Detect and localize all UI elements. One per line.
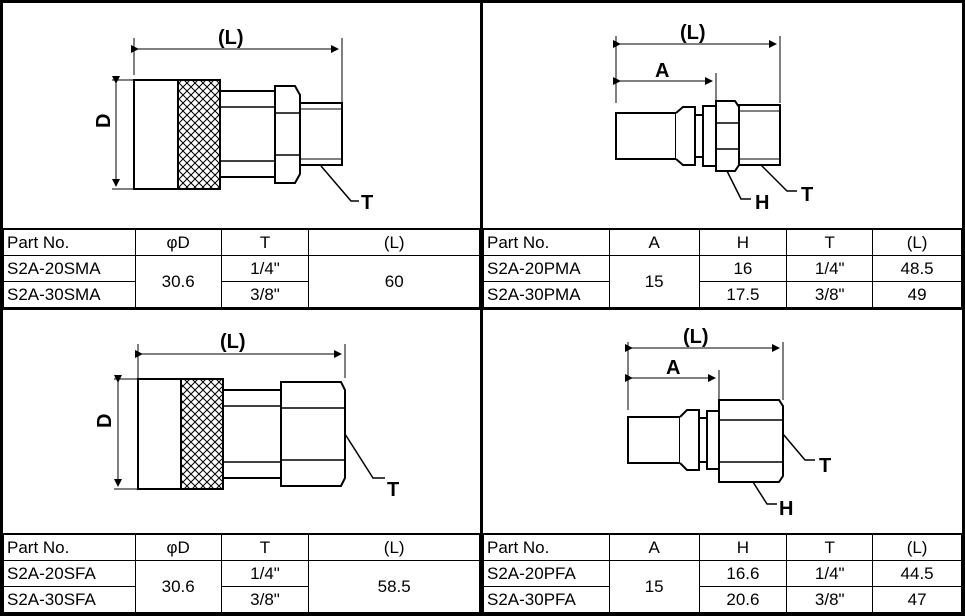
thread-value: 1/4": [786, 255, 874, 282]
thread-label-pma: T: [801, 184, 813, 206]
hex-value: 17.5: [698, 281, 788, 308]
header-hex: H: [698, 228, 788, 256]
header-length: (L): [308, 533, 480, 561]
a-value: 15: [608, 560, 700, 613]
hex-value: 16.6: [698, 560, 788, 587]
drawing-sma: (L) D T: [3, 3, 480, 225]
part-number: S2A-30PMA: [483, 281, 610, 308]
spec-table-sma: Part No. φD T (L) S2A-20SMA 30.6 1/4" 60…: [3, 228, 480, 308]
diameter-label-sfa: D: [94, 414, 116, 428]
length-value: 60: [308, 255, 480, 308]
header-length: (L): [872, 533, 962, 561]
part-number: S2A-20SFA: [3, 560, 136, 587]
part-number: S2A-20SMA: [3, 255, 136, 282]
thread-value: 1/4": [220, 255, 310, 282]
thread-value: 3/8": [786, 281, 874, 308]
header-thread: T: [786, 228, 874, 256]
diameter-label-sma: D: [93, 114, 115, 128]
length-value: 47: [872, 586, 962, 613]
header-a: A: [608, 228, 700, 256]
header-thread: T: [786, 533, 874, 561]
spec-table-pma: Part No. A H T (L) S2A-20PMA 15 16 1/4" …: [483, 228, 962, 308]
drawing-sfa: (L) D T: [3, 310, 480, 530]
length-value: 48.5: [872, 255, 962, 282]
length-value: 58.5: [308, 560, 480, 613]
part-number: S2A-20PFA: [483, 560, 610, 587]
length-value: 44.5: [872, 560, 962, 587]
thread-value: 3/8": [220, 586, 310, 613]
part-number: S2A-30PFA: [483, 586, 610, 613]
header-diameter: φD: [134, 533, 222, 561]
thread-value: 1/4": [220, 560, 310, 587]
header-diameter: φD: [134, 228, 222, 256]
spec-table-sfa: Part No. φD T (L) S2A-20SFA 30.6 1/4" 58…: [3, 533, 480, 613]
part-number: S2A-30SMA: [3, 281, 136, 308]
header-thread: T: [220, 533, 310, 561]
thread-label-sfa: T: [387, 479, 399, 501]
length-label-pma: (L): [680, 22, 706, 44]
part-number: S2A-20PMA: [483, 255, 610, 282]
header-hex: H: [698, 533, 788, 561]
part-number: S2A-30SFA: [3, 586, 136, 613]
spec-table-pfa: Part No. A H T (L) S2A-20PFA 15 16.6 1/4…: [483, 533, 962, 613]
header-a: A: [608, 533, 700, 561]
length-label-sfa: (L): [220, 331, 246, 353]
drawing-pfa: (L) A T H: [483, 310, 962, 530]
header-length: (L): [872, 228, 962, 256]
diameter-value: 30.6: [134, 560, 222, 613]
a-label-pma: A: [655, 60, 669, 82]
thread-value: 3/8": [220, 281, 310, 308]
thread-label-sma: T: [361, 192, 373, 214]
a-label-pfa: A: [666, 357, 680, 379]
header-part-no: Part No.: [3, 533, 136, 561]
hex-value: 16: [698, 255, 788, 282]
hex-label-pfa: H: [779, 498, 793, 520]
a-value: 15: [608, 255, 700, 308]
length-value: 49: [872, 281, 962, 308]
drawing-pma: (L) A H T: [483, 3, 962, 225]
header-part-no: Part No.: [483, 533, 610, 561]
thread-value: 1/4": [786, 560, 874, 587]
length-label-pfa: (L): [683, 326, 709, 348]
header-part-no: Part No.: [483, 228, 610, 256]
thread-label-pfa: T: [819, 455, 831, 477]
header-part-no: Part No.: [3, 228, 136, 256]
thread-value: 3/8": [786, 586, 874, 613]
horizontal-divider: [0, 307, 965, 310]
length-label-sma: (L): [218, 27, 244, 49]
header-thread: T: [220, 228, 310, 256]
hex-label-pma: H: [755, 192, 769, 214]
diameter-value: 30.6: [134, 255, 222, 308]
hex-value: 20.6: [698, 586, 788, 613]
header-length: (L): [308, 228, 480, 256]
